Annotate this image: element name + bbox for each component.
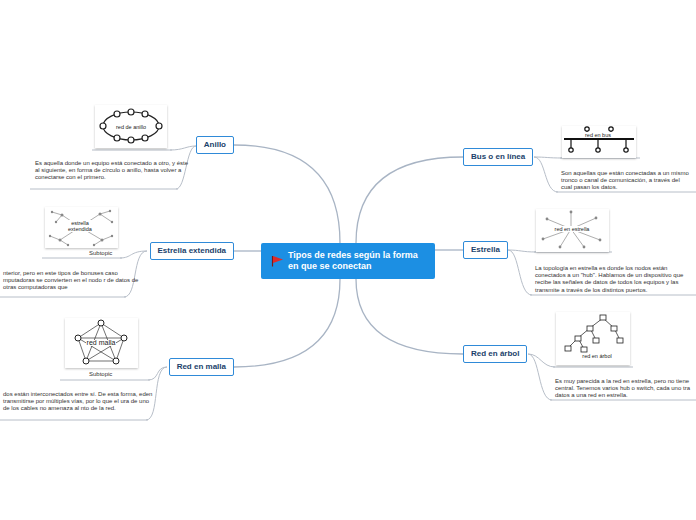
description-note: dos están interconectados entre sí. De e… xyxy=(3,391,153,413)
topic-box: Red en malla xyxy=(169,358,234,376)
description-note: Es muy parecida a la red en estrella, pe… xyxy=(555,378,694,400)
topic-box: Estrella xyxy=(463,241,508,259)
topic-text: Red en malla xyxy=(177,362,226,371)
image-caption: red malla xyxy=(86,340,117,346)
flag-icon xyxy=(271,255,285,267)
image-caption: red en bus xyxy=(584,132,612,138)
image-caption: estrella extendida xyxy=(64,220,96,232)
branch-connector xyxy=(234,279,340,367)
mesh-image xyxy=(65,318,138,368)
description-note: Es aquella donde un equipo está conectad… xyxy=(35,160,193,182)
topic-text: Red en árbol xyxy=(471,349,519,358)
topic-text: Anillo xyxy=(204,140,226,149)
branch-connector xyxy=(356,279,463,354)
image-caption: red en estrella xyxy=(554,226,591,232)
subtopic-label: Subtopic xyxy=(89,250,129,256)
leader-lines xyxy=(0,146,696,420)
topic-text: Tipos de redes según la forma en que se … xyxy=(288,250,427,272)
bus-image xyxy=(562,126,636,158)
topic-box: Anillo xyxy=(196,136,234,154)
topic-text: Estrella extendida xyxy=(158,246,226,255)
image-caption: red en árbol xyxy=(581,353,612,359)
ring-image xyxy=(95,105,167,148)
star-image xyxy=(536,209,609,252)
topic-text: Bus o en línea xyxy=(471,152,525,161)
description-note: nterior, pero en este tipos de bonuses c… xyxy=(3,270,145,292)
branch-connector xyxy=(435,249,463,250)
branch-connector xyxy=(234,145,340,243)
branch-connector xyxy=(356,157,463,243)
description-note: La topología en estrella es donde los no… xyxy=(535,265,691,294)
topic-box: Estrella extendida xyxy=(150,242,234,260)
topic-box: Red en árbol xyxy=(463,345,527,363)
central-topic: Tipos de redes según la forma en que se … xyxy=(261,243,435,279)
topic-text: Estrella xyxy=(471,245,500,254)
extended-star-image xyxy=(45,207,118,248)
subtopic-label: Subtopic xyxy=(89,371,129,377)
image-caption: red de anillo xyxy=(115,124,147,130)
description-note: Son aquellas que están conectadas a un m… xyxy=(561,170,691,192)
tree-image xyxy=(556,312,630,365)
branch-connector xyxy=(234,250,261,251)
topic-box: Bus o en línea xyxy=(463,148,533,166)
